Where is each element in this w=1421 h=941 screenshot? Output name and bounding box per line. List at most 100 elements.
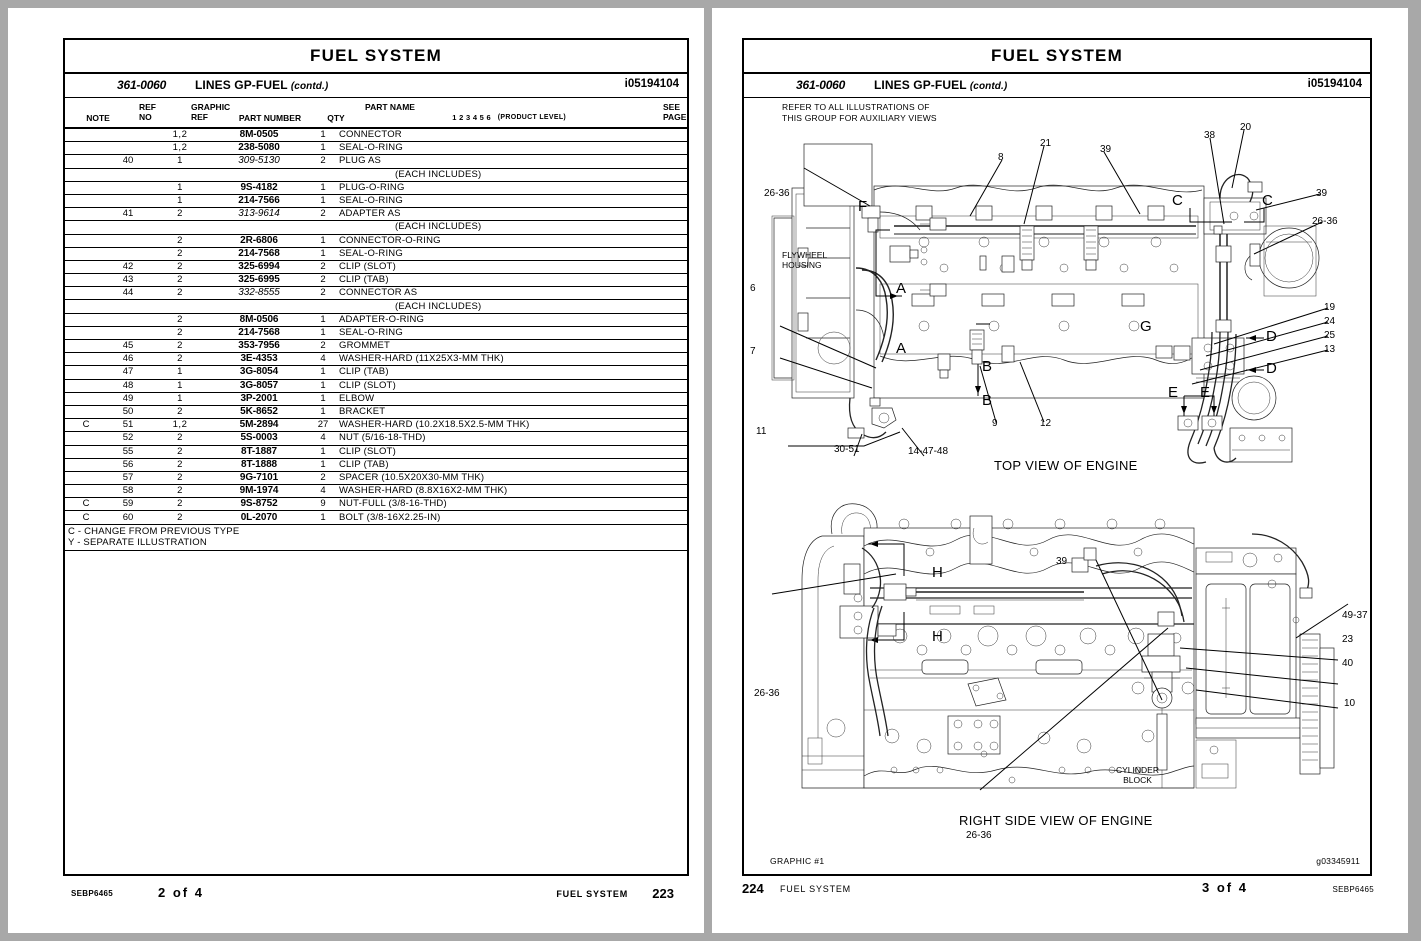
cell-note (65, 247, 107, 261)
cell-note (65, 234, 107, 248)
footer-system-right: FUEL SYSTEM (780, 884, 851, 894)
group-contd: (contd.) (290, 81, 329, 92)
cell-part-name: WASHER-HARD (11X25X3-MM THK) (339, 352, 645, 367)
cell-part-name: ADAPTER AS (339, 207, 645, 222)
cell-see-page (645, 471, 687, 486)
cell-part-name: CLIP (TAB) (339, 458, 645, 472)
cell-graphic-ref: 2 (149, 471, 211, 486)
group-number: 361-0060 (117, 78, 167, 92)
media-code-right: i05194104 (1307, 78, 1362, 90)
cell-ref-no: 46 (107, 352, 149, 367)
cell-graphic-ref: 1 (149, 181, 211, 195)
cell-see-page (645, 220, 687, 235)
cell-qty: 1 (307, 141, 339, 156)
cell-see-page (645, 392, 687, 406)
cell-part-name: ADAPTER-O-RING (339, 313, 645, 327)
cell-graphic-ref: 1,2 (149, 418, 211, 433)
media-code: i05194104 (624, 78, 679, 90)
cell-ref-no: 41 (107, 207, 149, 222)
col-header-see-page: SEE PAGE (643, 102, 686, 122)
cell-see-page (645, 129, 687, 143)
cell-ref-no (107, 129, 149, 143)
cell-part-number (211, 168, 307, 182)
cell-note (65, 168, 107, 182)
cell-qty: 1 (307, 194, 339, 209)
label-24: 24 (1324, 316, 1336, 327)
top-view-engine-illustration (771, 129, 1329, 464)
section-letter-D1: D (1266, 328, 1277, 345)
right-page-sheet: FUEL SYSTEM 361-0060 LINES GP-FUEL (cont… (712, 8, 1408, 933)
right-side-view-illustration (771, 503, 1349, 791)
left-page-sheet: FUEL SYSTEM 361-0060 LINES GP-FUEL (cont… (8, 8, 704, 933)
table-row: (EACH INCLUDES) (65, 220, 687, 235)
cell-ref-no: 44 (107, 286, 149, 301)
cell-qty: 1 (307, 247, 339, 261)
col-header-graphic-ref: GRAPHIC REF (163, 102, 230, 122)
label-26-36-top-left: 26-36 (764, 188, 790, 199)
cell-ref-no (107, 247, 149, 261)
cell-qty: 1 (307, 313, 339, 327)
cell-see-page (645, 379, 687, 393)
label-38: 38 (1204, 130, 1216, 141)
refer-note-line-2: THIS GROUP FOR AUXILIARY VIEWS (782, 113, 937, 123)
cell-part-number: 9G-7101 (211, 471, 307, 486)
cell-part-name: ELBOW (339, 392, 645, 406)
group-number-right: 361-0060 (796, 78, 846, 92)
cell-note (65, 471, 107, 486)
section-letter-E2: E (1200, 384, 1211, 401)
cell-see-page (645, 234, 687, 248)
label-30-51: 30-51 (834, 444, 860, 455)
section-letter-H1: H (932, 564, 943, 581)
label-25: 25 (1324, 330, 1336, 341)
cell-ref-no (107, 194, 149, 209)
right-page-title-band: FUEL SYSTEM (744, 40, 1370, 74)
graphic-code: g03345911 (1316, 856, 1360, 866)
cell-note (65, 431, 107, 446)
cell-note (65, 458, 107, 472)
cell-ref-no: 58 (107, 484, 149, 499)
label-9: 9 (992, 418, 998, 429)
cell-note (65, 339, 107, 354)
cell-graphic-ref: 1 (149, 365, 211, 380)
cell-part-number: 8T-1888 (211, 458, 307, 472)
cell-note (65, 207, 107, 222)
cell-ref-no (107, 220, 149, 235)
cell-part-number: 313-9614 (211, 207, 307, 222)
cell-part-name: BRACKET (339, 405, 645, 420)
refer-note: REFER TO ALL ILLUSTRATIONS OF THIS GROUP… (782, 102, 937, 124)
cell-see-page (645, 207, 687, 222)
cell-note (65, 484, 107, 499)
cell-part-name: (EACH INCLUDES) (339, 299, 645, 314)
group-header-band: 361-0060 LINES GP-FUEL (contd.) i0519410… (65, 74, 687, 98)
cell-graphic-ref: 1 (149, 194, 211, 209)
label-8: 8 (998, 152, 1004, 163)
cell-see-page (645, 273, 687, 288)
cell-part-number (211, 220, 307, 235)
cell-graphic-ref: 2 (149, 260, 211, 275)
col-header-graphic-l1: GRAPHIC (191, 102, 231, 112)
section-letter-F: F (858, 198, 868, 215)
label-6: 6 (750, 283, 756, 294)
section-letter-B2: B (982, 392, 993, 409)
label-14-47-48: 14-47-48 (908, 446, 949, 457)
cell-note (65, 286, 107, 301)
label-40: 40 (1342, 658, 1354, 669)
cell-graphic-ref: 1 (149, 154, 211, 169)
group-contd-right: (contd.) (969, 81, 1008, 92)
cell-qty: 2 (307, 273, 339, 288)
label-39-top: 39 (1100, 144, 1112, 155)
cell-part-name: CLIP (SLOT) (339, 260, 645, 275)
cell-part-number: 214-7568 (211, 326, 307, 341)
page-title: FUEL SYSTEM (310, 46, 442, 65)
col-header-part-number: PART NUMBER (238, 113, 302, 123)
cell-ref-no (107, 141, 149, 156)
cell-part-number: 2R-6806 (211, 234, 307, 248)
cell-see-page (645, 405, 687, 420)
cell-graphic-ref: 2 (149, 497, 211, 512)
